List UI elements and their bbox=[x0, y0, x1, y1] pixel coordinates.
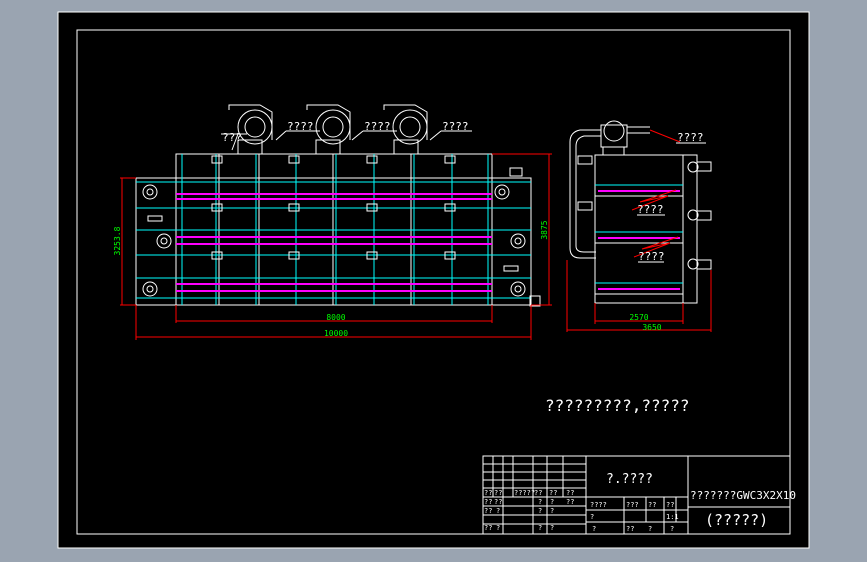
svg-text:????: ???? bbox=[590, 501, 607, 509]
svg-text:??: ?? bbox=[626, 525, 634, 533]
svg-text:??: ?? bbox=[484, 507, 492, 515]
svg-text:??: ?? bbox=[494, 489, 502, 497]
front-dimension-lines bbox=[120, 153, 552, 340]
svg-text:??: ?? bbox=[549, 489, 557, 497]
fan-label-2: ???? bbox=[287, 120, 314, 133]
svg-text:?: ? bbox=[550, 524, 554, 532]
svg-text:?: ? bbox=[538, 498, 542, 506]
dim-overall-width: 10000 bbox=[324, 329, 348, 338]
svg-text:?: ? bbox=[550, 498, 554, 506]
drawing-border bbox=[76, 29, 791, 535]
dim-inner-width: 8000 bbox=[326, 313, 345, 322]
dim-right-height: 3875 bbox=[540, 220, 549, 239]
svg-text:???: ??? bbox=[626, 501, 639, 509]
drawing-note: ?????????,????? bbox=[545, 396, 690, 415]
svg-text:??: ?? bbox=[484, 524, 492, 532]
title-drawing-name: ???????GWC3X2X10 bbox=[690, 489, 796, 502]
side-view: ???? ???? ???? 2570 3650 bbox=[566, 120, 712, 332]
svg-text:??: ?? bbox=[666, 501, 674, 509]
shelves bbox=[136, 181, 531, 299]
svg-text:??: ?? bbox=[566, 489, 574, 497]
svg-text:?: ? bbox=[496, 507, 500, 515]
svg-text:??: ?? bbox=[648, 501, 656, 509]
svg-text:?: ? bbox=[538, 524, 542, 532]
fan-3 bbox=[383, 104, 428, 155]
title-material: ?.???? bbox=[606, 472, 653, 487]
svg-text:?????: ????? bbox=[514, 489, 535, 497]
svg-text:??: ?? bbox=[566, 498, 574, 506]
svg-text:??: ?? bbox=[484, 498, 492, 506]
svg-text:?: ? bbox=[550, 507, 554, 515]
svg-text:?: ? bbox=[538, 507, 542, 515]
front-view: ??? ???? ???? ???? bbox=[113, 104, 552, 340]
fan-label-4: ???? bbox=[442, 120, 469, 133]
dim-side-overall: 3650 bbox=[642, 323, 661, 332]
svg-text:??: ?? bbox=[494, 498, 502, 506]
fan-label-1: ??? bbox=[222, 131, 242, 144]
dim-left-height: 3253.8 bbox=[113, 226, 122, 255]
side-dimension-lines bbox=[566, 260, 712, 332]
side-callout-1: ???? bbox=[677, 131, 704, 144]
dim-side-inner: 2570 bbox=[629, 313, 648, 322]
fan-label-3: ???? bbox=[364, 120, 391, 133]
svg-text:?: ? bbox=[648, 525, 652, 533]
title-block bbox=[482, 455, 791, 535]
svg-text:?: ? bbox=[592, 525, 596, 533]
svg-text:1:1: 1:1 bbox=[666, 513, 679, 521]
side-callout-2: ???? bbox=[637, 203, 664, 216]
svg-text:?: ? bbox=[590, 513, 594, 521]
title-drawing-subtitle: (?????) bbox=[705, 511, 768, 529]
svg-text:??: ?? bbox=[484, 489, 492, 497]
svg-text:??: ?? bbox=[534, 489, 542, 497]
side-callout-3: ???? bbox=[638, 250, 665, 263]
svg-text:?: ? bbox=[496, 524, 500, 532]
drawing-sheet bbox=[57, 11, 810, 549]
svg-text:?: ? bbox=[670, 525, 674, 533]
title-grid-labels: ?? ?? ????? ?? ?? ?? ?? ?? ? ? ?? ?? ? ?… bbox=[484, 489, 679, 533]
